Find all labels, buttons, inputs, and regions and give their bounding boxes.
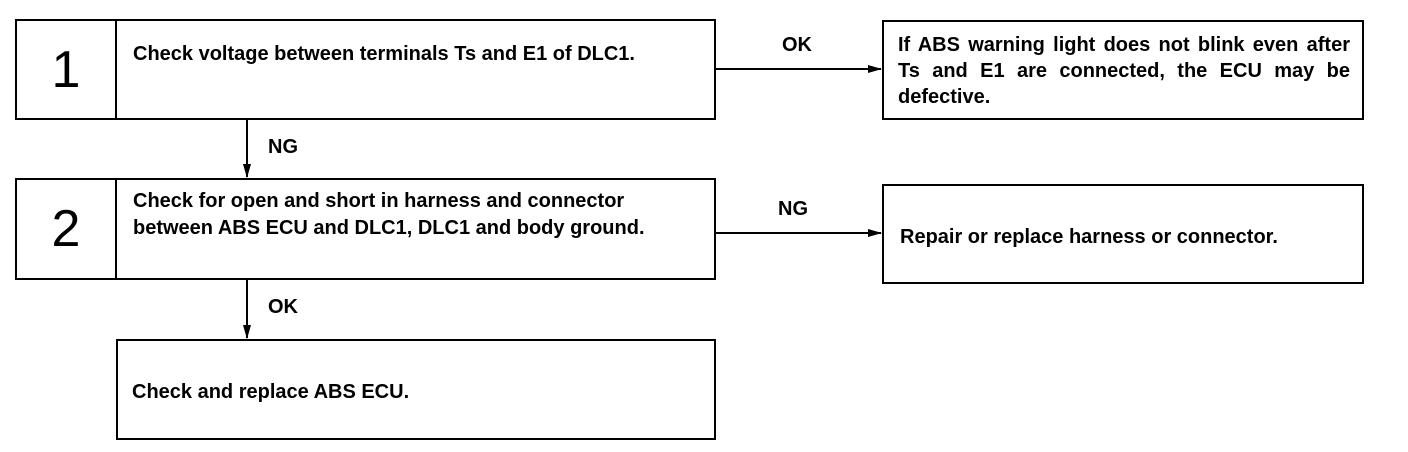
- branch-label-step2-ok: OK: [268, 296, 298, 318]
- branch-label-step2-ng: NG: [778, 198, 808, 220]
- branch-label-step1-ok: OK: [782, 34, 812, 56]
- branch-label-step1-ng: NG: [268, 136, 298, 158]
- step-1-box: 1 Check voltage between terminals Ts and…: [15, 19, 716, 120]
- step-1-number: 1: [17, 21, 117, 118]
- step-2-box: 2 Check for open and short in harness an…: [15, 178, 716, 280]
- step-2-text: Check for open and short in harness and …: [133, 190, 645, 239]
- result-1-text: If ABS warning light does not blink even…: [898, 34, 1350, 108]
- final-step-box: Check and replace ABS ECU.: [116, 339, 716, 440]
- final-step-text: Check and replace ABS ECU.: [132, 381, 410, 403]
- result-2-box: Repair or replace harness or connector.: [882, 184, 1364, 284]
- step-1-text: Check voltage between terminals Ts and E…: [133, 43, 635, 65]
- step-2-number: 2: [17, 180, 117, 278]
- result-2-text: Repair or replace harness or connector.: [900, 226, 1278, 248]
- result-1-box: If ABS warning light does not blink even…: [882, 20, 1364, 120]
